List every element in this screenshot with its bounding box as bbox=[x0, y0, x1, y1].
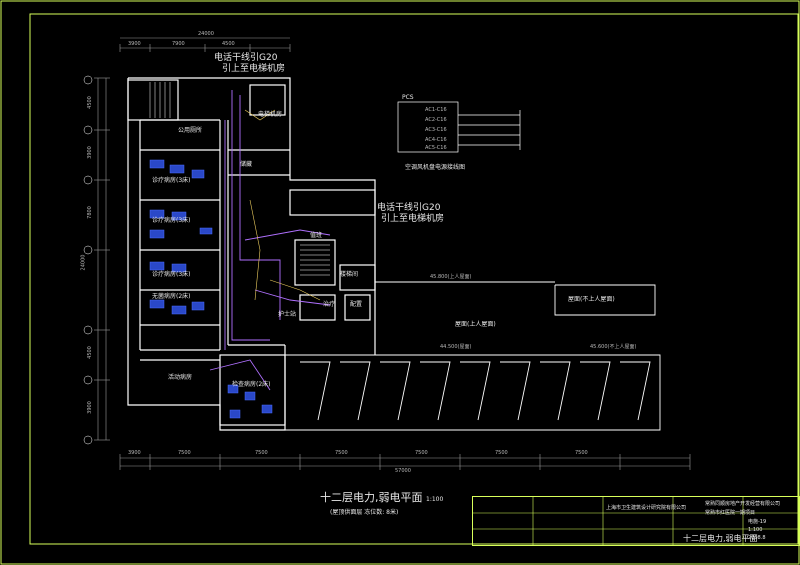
dim-left-5: 3900 bbox=[86, 401, 93, 414]
room-label-duty: 值班 bbox=[310, 232, 323, 239]
roof-wing bbox=[285, 281, 661, 431]
room-label-office: 配置 bbox=[350, 301, 363, 308]
room-label-treatment-3: 诊疗病房(3床) bbox=[152, 271, 191, 278]
schematic-row-5: AC5-C16 bbox=[425, 145, 447, 151]
stair-hatch bbox=[149, 82, 330, 276]
schematic-row-2: AC2-C16 bbox=[425, 117, 447, 123]
dim-left-4: 4500 bbox=[86, 346, 93, 359]
level-mark-1: 45.800(上人屋面) bbox=[430, 274, 472, 280]
schematic-row-1: AC1-C16 bbox=[425, 107, 447, 113]
tb-date: 2008.8 bbox=[748, 535, 766, 541]
tb-drawing-name: 十二层电力,弱电平面 bbox=[683, 534, 758, 543]
room-label-treatment-2: 诊疗病房(3床) bbox=[152, 217, 191, 224]
callout-elevator-2-line1: 电话干线引G20 bbox=[377, 203, 441, 213]
schematic-row-3: AC3-C16 bbox=[425, 127, 447, 133]
callout-elevator-2-line2: 引上至电梯机房 bbox=[381, 214, 445, 224]
dim-left-total: 24000 bbox=[80, 254, 87, 271]
drawing-border bbox=[29, 13, 799, 545]
tb-design-institute: 上海市卫生建筑设计研究院有限公司 bbox=[606, 505, 687, 511]
drawing-subtitle: (屋顶供面层 冻位数: 8米) bbox=[330, 509, 399, 516]
room-label-roof-room: 屋面(不上人屋面) bbox=[568, 296, 615, 303]
dim-bottom-6: 7500 bbox=[495, 450, 508, 456]
room-label-exam: 检查病房(2床) bbox=[232, 381, 271, 388]
dim-bottom-4: 7500 bbox=[335, 450, 348, 456]
tb-company: 常熟同顺房地产开发经营有限公司 bbox=[705, 501, 781, 507]
callout-elevator-1-line2: 引上至电梯机房 bbox=[222, 64, 286, 74]
room-label-stair: 楼梯间 bbox=[340, 271, 359, 278]
room-label-storage: 储藏 bbox=[240, 161, 253, 168]
tb-scale: 1:100 bbox=[748, 527, 763, 533]
schematic-diagram bbox=[397, 101, 521, 153]
schematic-header: PCS bbox=[402, 94, 414, 101]
building-walls bbox=[127, 77, 376, 431]
dim-top-2: 7900 bbox=[172, 41, 185, 47]
dimension-left bbox=[94, 77, 110, 441]
dim-left-1: 4500 bbox=[86, 96, 93, 109]
dim-top-1: 3900 bbox=[128, 41, 141, 47]
room-label-pub-toilet: 公用厕所 bbox=[178, 127, 203, 134]
title-block: 常熟同顺房地产开发经营有限公司 常熟市红医院一期项目 上海市卫生建筑设计研究院有… bbox=[472, 496, 800, 546]
dim-bottom-7: 7500 bbox=[575, 450, 588, 456]
grid-bubbles bbox=[83, 75, 93, 445]
dim-bottom-5: 7500 bbox=[415, 450, 428, 456]
tb-drawing-no: 电施-19 bbox=[748, 519, 767, 525]
room-label-activity: 活动病房 bbox=[168, 374, 193, 381]
device-symbols bbox=[149, 159, 273, 419]
drawing-title: 十二层电力,弱电平面 1:100 bbox=[320, 492, 443, 503]
room-label-elevator-machine: 电梯机房 bbox=[258, 111, 283, 118]
room-label-isolation: 无菌病房(2床) bbox=[152, 293, 191, 300]
dim-bottom-1: 3900 bbox=[128, 450, 141, 456]
room-label-treatment-room: 治疗 bbox=[323, 301, 336, 308]
schematic-row-4: AC4-C16 bbox=[425, 137, 447, 143]
room-label-roof: 屋面(上人屋面) bbox=[455, 321, 496, 328]
dimension-bottom bbox=[119, 454, 691, 470]
tb-project: 常熟市红医院一期项目 bbox=[705, 510, 756, 516]
schematic-title: 空调风机盘电源接线图 bbox=[405, 164, 466, 171]
dim-top-total: 24000 bbox=[198, 31, 214, 37]
level-mark-2: 45.600(不上人屋面) bbox=[590, 344, 637, 350]
dim-top-3: 4500 bbox=[222, 41, 235, 47]
level-mark-3: 44.500(屋面) bbox=[440, 344, 472, 350]
wiring-runs bbox=[209, 90, 331, 391]
dim-bottom-3: 7500 bbox=[255, 450, 268, 456]
dim-left-3: 7800 bbox=[86, 206, 93, 219]
title-block-grid bbox=[473, 497, 799, 545]
secondary-wiring bbox=[244, 109, 321, 301]
dim-bottom-2: 7500 bbox=[178, 450, 191, 456]
drawing-scale: 1:100 bbox=[426, 496, 444, 503]
drawing-title-text: 十二层电力,弱电平面 bbox=[320, 491, 423, 504]
dim-left-2: 3900 bbox=[86, 146, 93, 159]
callout-elevator-1-line1: 电话干线引G20 bbox=[214, 53, 278, 63]
room-label-treatment-1: 诊疗病房(3床) bbox=[152, 177, 191, 184]
room-label-nurse-station: 护士站 bbox=[278, 311, 297, 318]
dimension-top bbox=[119, 37, 291, 52]
dim-bottom-total: 57000 bbox=[395, 468, 411, 474]
